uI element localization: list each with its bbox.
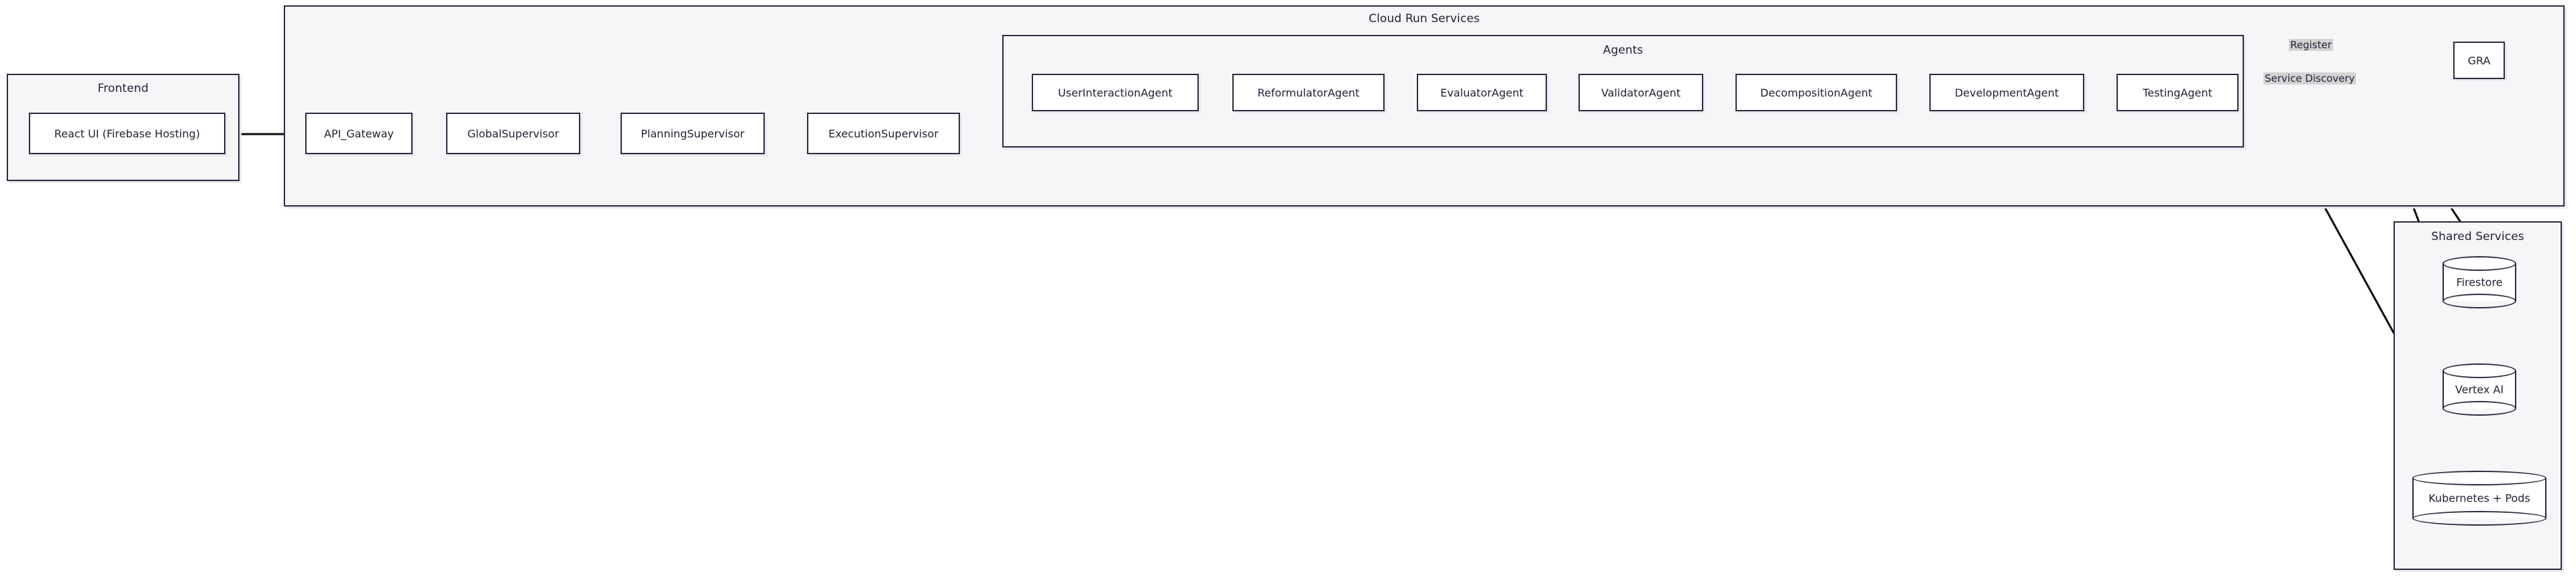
node-planning-supervisor-label: PlanningSupervisor bbox=[641, 127, 745, 140]
node-agent-testingagent[interactable]: TestingAgent bbox=[2116, 74, 2239, 111]
firestore-bottom bbox=[2443, 294, 2516, 308]
node-firestore[interactable]: Firestore bbox=[2443, 256, 2519, 312]
subgraph-shared-services-title: Shared Services bbox=[2431, 230, 2524, 243]
node-agent-developmentagent-label: DevelopmentAgent bbox=[1954, 86, 2059, 99]
node-api-gateway-label: API_Gateway bbox=[324, 127, 394, 140]
vertex-ai-top bbox=[2443, 363, 2516, 378]
node-agent-testingagent-label: TestingAgent bbox=[2143, 86, 2212, 99]
subgraph-frontend-title: Frontend bbox=[97, 82, 149, 95]
node-kubernetes-pods[interactable]: Kubernetes + Pods bbox=[2412, 471, 2549, 529]
edge-label-register: Register bbox=[2289, 39, 2333, 51]
node-agent-userinteractionagent-label: UserInteractionAgent bbox=[1058, 86, 1173, 99]
subgraph-cloud-run-title: Cloud Run Services bbox=[1368, 12, 1480, 25]
node-execution-supervisor-label: ExecutionSupervisor bbox=[828, 127, 938, 140]
node-react-ui-label: React UI (Firebase Hosting) bbox=[54, 127, 201, 140]
node-agent-decompositionagent[interactable]: DecompositionAgent bbox=[1735, 74, 1897, 111]
node-vertex-ai-label: Vertex AI bbox=[2455, 383, 2504, 396]
node-api-gateway[interactable]: API_Gateway bbox=[305, 113, 413, 154]
node-agent-evaluatoragent-label: EvaluatorAgent bbox=[1440, 86, 1523, 99]
node-agent-validatoragent[interactable]: ValidatorAgent bbox=[1578, 74, 1703, 111]
node-execution-supervisor[interactable]: ExecutionSupervisor bbox=[807, 113, 960, 154]
node-gra-label: GRA bbox=[2467, 54, 2491, 67]
node-planning-supervisor[interactable]: PlanningSupervisor bbox=[621, 113, 765, 154]
node-gra[interactable]: GRA bbox=[2453, 42, 2505, 79]
node-global-supervisor-label: GlobalSupervisor bbox=[467, 127, 559, 140]
node-react-ui[interactable]: React UI (Firebase Hosting) bbox=[29, 113, 225, 154]
kubernetes-pods-bottom bbox=[2412, 511, 2546, 526]
node-global-supervisor[interactable]: GlobalSupervisor bbox=[446, 113, 580, 154]
subgraph-agents-title: Agents bbox=[1603, 44, 1644, 57]
node-firestore-label: Firestore bbox=[2456, 276, 2503, 289]
node-agent-reformulatoragent[interactable]: ReformulatorAgent bbox=[1232, 74, 1385, 111]
node-agent-decompositionagent-label: DecompositionAgent bbox=[1760, 86, 1873, 99]
node-agent-userinteractionagent[interactable]: UserInteractionAgent bbox=[1032, 74, 1199, 111]
node-kubernetes-pods-label: Kubernetes + Pods bbox=[2428, 491, 2530, 505]
node-vertex-ai[interactable]: Vertex AI bbox=[2443, 363, 2519, 419]
kubernetes-pods-top bbox=[2412, 471, 2546, 485]
node-agent-validatoragent-label: ValidatorAgent bbox=[1601, 86, 1681, 99]
node-agent-evaluatoragent[interactable]: EvaluatorAgent bbox=[1417, 74, 1547, 111]
node-agent-reformulatoragent-label: ReformulatorAgent bbox=[1257, 86, 1360, 99]
edge-label-service-discovery: Service Discovery bbox=[2263, 72, 2357, 84]
firestore-top bbox=[2443, 256, 2516, 271]
node-agent-developmentagent[interactable]: DevelopmentAgent bbox=[1929, 74, 2084, 111]
vertex-ai-bottom bbox=[2443, 401, 2516, 416]
